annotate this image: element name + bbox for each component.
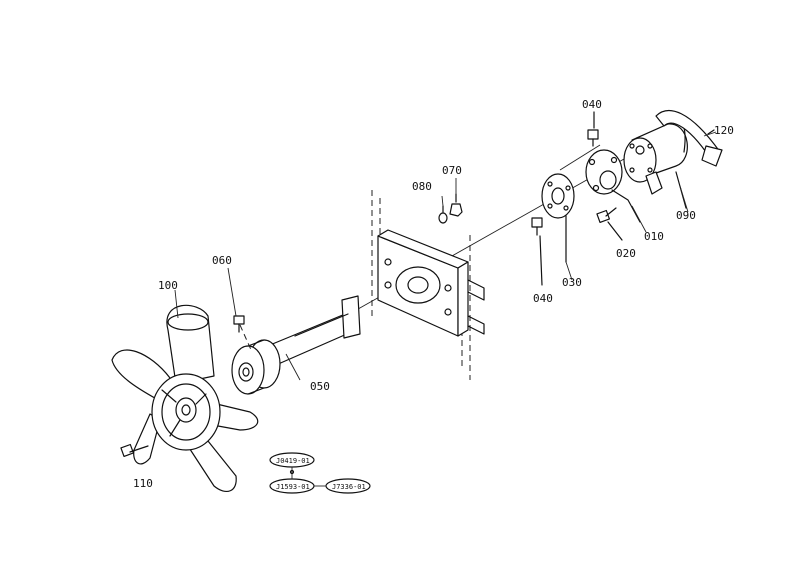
bolt-060-icon — [233, 315, 245, 333]
engine-frame — [371, 190, 485, 380]
label-part-090: 090 — [676, 209, 696, 222]
label-part-080: 080 — [412, 180, 432, 193]
label-part-120: 120 — [714, 124, 734, 137]
label-part-070: 070 — [442, 164, 462, 177]
part-080-washer — [438, 205, 448, 224]
part-labels: 100 060 050 110 080 070 040 040 030 020 … — [133, 98, 734, 490]
bolt-040-upper-icon — [587, 111, 599, 147]
label-part-030: 030 — [562, 276, 582, 289]
part-120-belt — [655, 109, 723, 167]
part-070-nut — [449, 193, 463, 217]
label-part-050: 050 — [310, 380, 330, 393]
part-010-coupling — [585, 149, 641, 223]
label-part-100: 100 — [158, 279, 178, 292]
bolt-040-lower-icon — [531, 217, 543, 286]
reference-codes: J0419-01 J1593-01 J7336-01 — [269, 452, 371, 494]
label-part-020: 020 — [616, 247, 636, 260]
label-part-060: 060 — [212, 254, 232, 267]
bolt-020-icon — [596, 207, 623, 241]
label-part-040-lower: 040 — [533, 292, 553, 305]
label-part-040-upper: 040 — [582, 98, 602, 111]
part-100-fan — [111, 304, 259, 493]
bolt-110-icon — [120, 443, 149, 458]
part-030-flange — [541, 173, 575, 263]
part-090-pulley — [623, 116, 688, 209]
leader-lines — [174, 131, 717, 381]
label-part-010: 010 — [644, 230, 664, 243]
ref-code-3: J7336-01 — [332, 483, 366, 491]
part-050-shaft — [269, 295, 361, 366]
ref-code-2: J1593-01 — [276, 483, 310, 491]
part-060-hub — [231, 315, 281, 395]
label-part-110: 110 — [133, 477, 153, 490]
ref-code-1: J0419-01 — [276, 457, 310, 465]
